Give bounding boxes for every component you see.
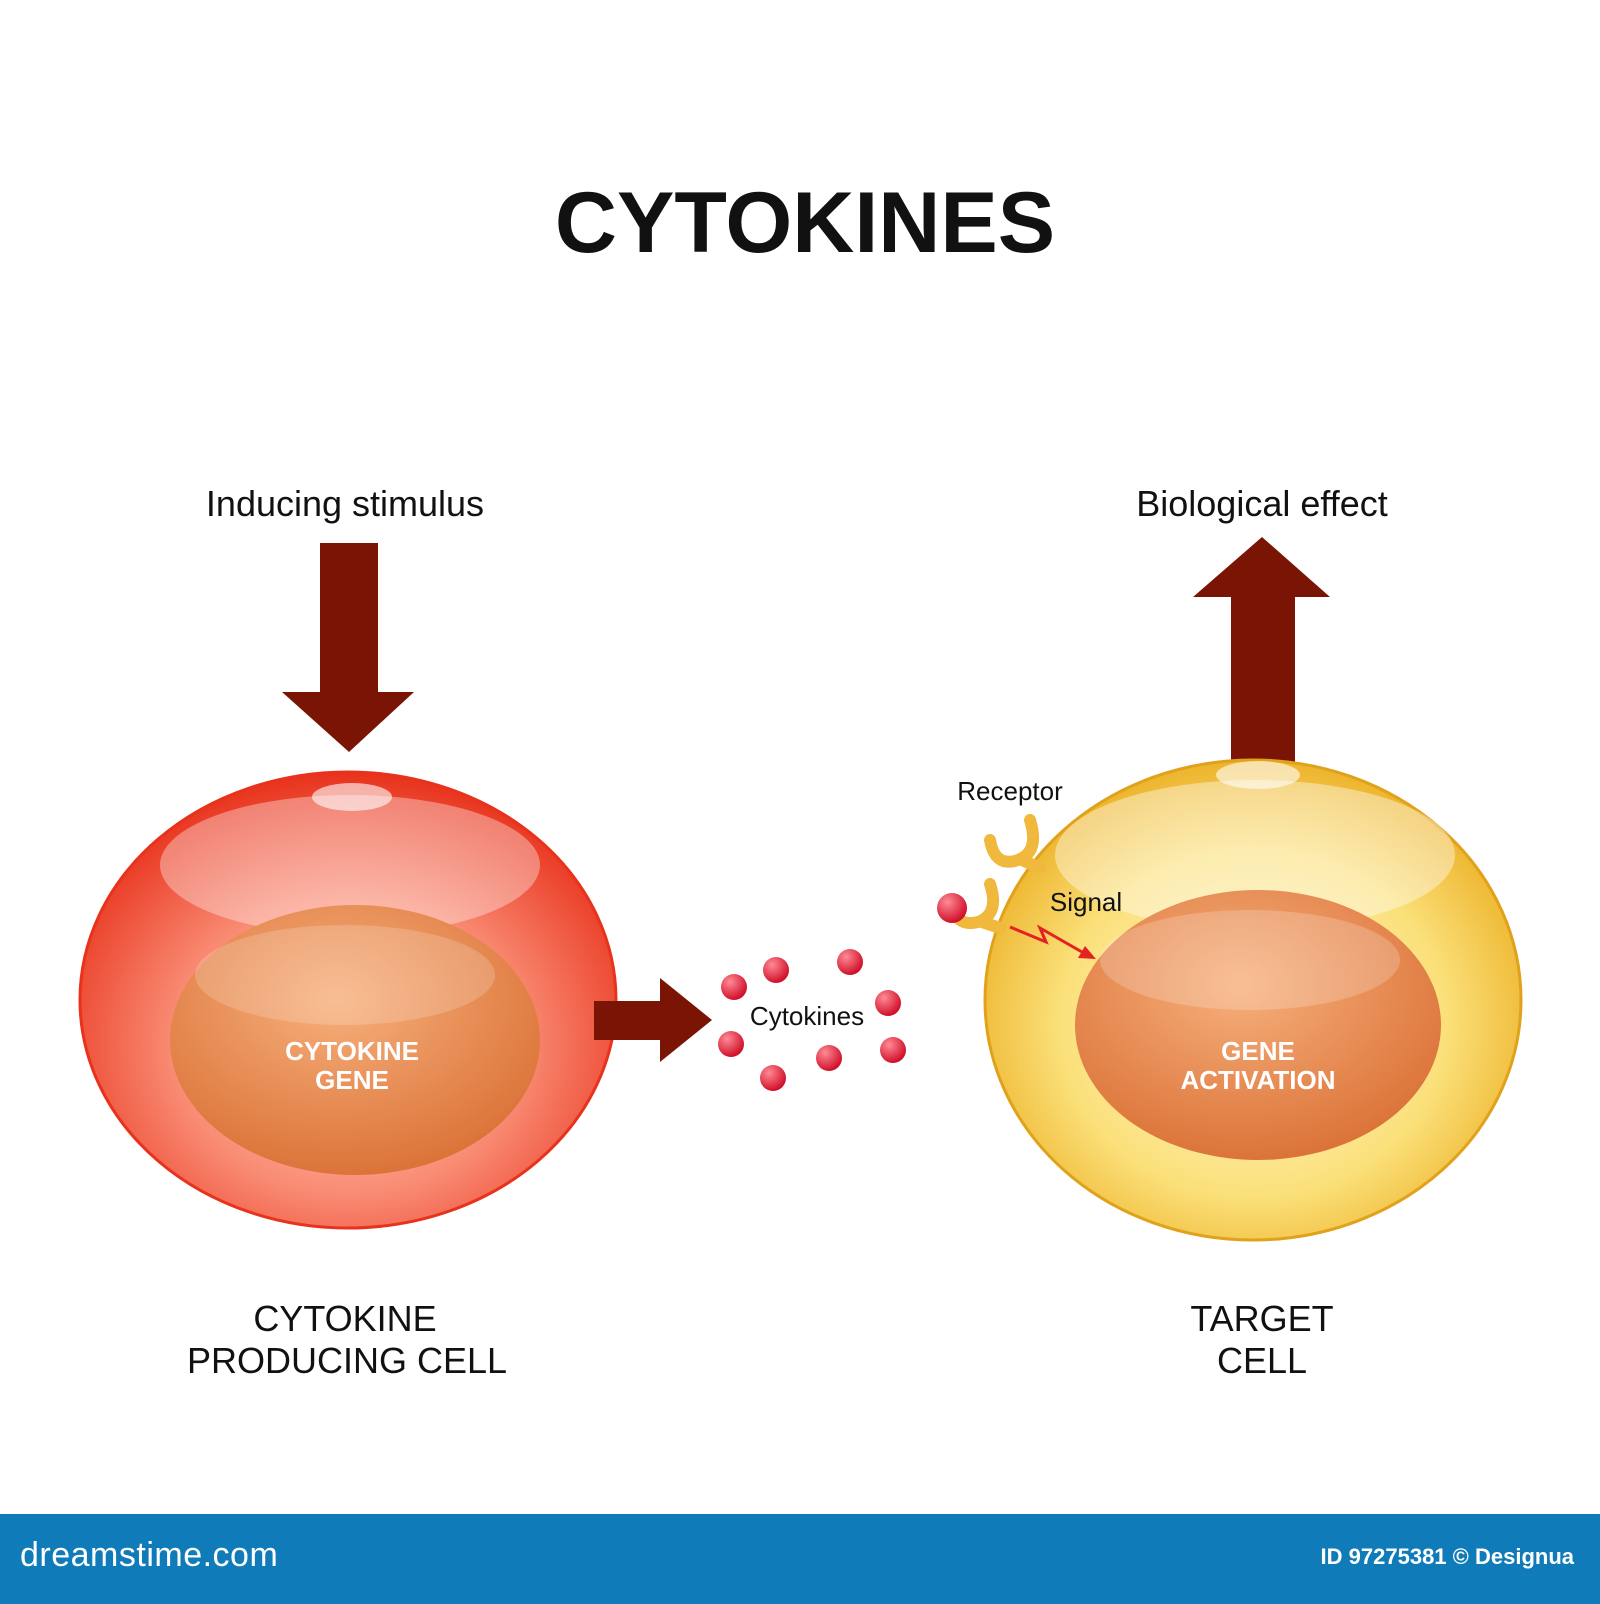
cytokine-dot [816, 1045, 842, 1071]
cytokine-molecules [718, 949, 906, 1091]
secretion-arrow [594, 978, 712, 1062]
footer-bar: dreamstime.com ID 97275381 © Designua [0, 1514, 1600, 1604]
diagram-title: CYTOKINES [555, 175, 1055, 271]
producing-cell-label-line2: PRODUCING CELL [187, 1340, 507, 1381]
target-cell-label-line2: CELL [1217, 1340, 1307, 1381]
cytokine-dot [718, 1031, 744, 1057]
footer-brand: dreamstime.com [20, 1536, 279, 1574]
target-nucleus-label-line2: ACTIVATION [1180, 1065, 1335, 1095]
cytokines-label: Cytokines [750, 1001, 864, 1031]
cytokine-dot [763, 957, 789, 983]
bound-cytokine-dot [937, 893, 967, 923]
signal-arrow [1009, 924, 1083, 954]
receptor-unbound [984, 814, 1046, 874]
target-nucleus-label-line1: GENE [1221, 1036, 1295, 1066]
receptor-bound [937, 878, 1006, 934]
biological-effect-label: Biological effect [1136, 483, 1388, 524]
target-cell: GENE ACTIVATION [983, 758, 1523, 1242]
biological-effect-arrow [1193, 537, 1330, 768]
cytokine-dot [760, 1065, 786, 1091]
signal-arrowhead [1078, 946, 1096, 959]
signal-label: Signal [1050, 887, 1122, 917]
nucleus-label-line2: GENE [315, 1065, 389, 1095]
target-cell-label-line1: TARGET [1190, 1298, 1333, 1339]
cytokine-dot [875, 990, 901, 1016]
cytokine-producing-cell: CYTOKINE GENE [78, 770, 618, 1230]
gene-activation-nucleus [1075, 890, 1441, 1160]
cytokine-dot [837, 949, 863, 975]
producing-cell-label-line1: CYTOKINE [253, 1298, 436, 1339]
footer-credit: ID 97275381 © Designua [1320, 1544, 1574, 1569]
cytokines-diagram: CYTOKINES Inducing stimulus Biological e… [78, 175, 1523, 1381]
inducing-stimulus-arrow [282, 543, 414, 752]
cytokine-dot [721, 974, 747, 1000]
cytokine-gene-nucleus [170, 905, 540, 1175]
receptor-label: Receptor [957, 776, 1063, 806]
nucleus-label-line1: CYTOKINE [285, 1036, 419, 1066]
cytokine-dot [880, 1037, 906, 1063]
inducing-stimulus-label: Inducing stimulus [206, 483, 484, 524]
